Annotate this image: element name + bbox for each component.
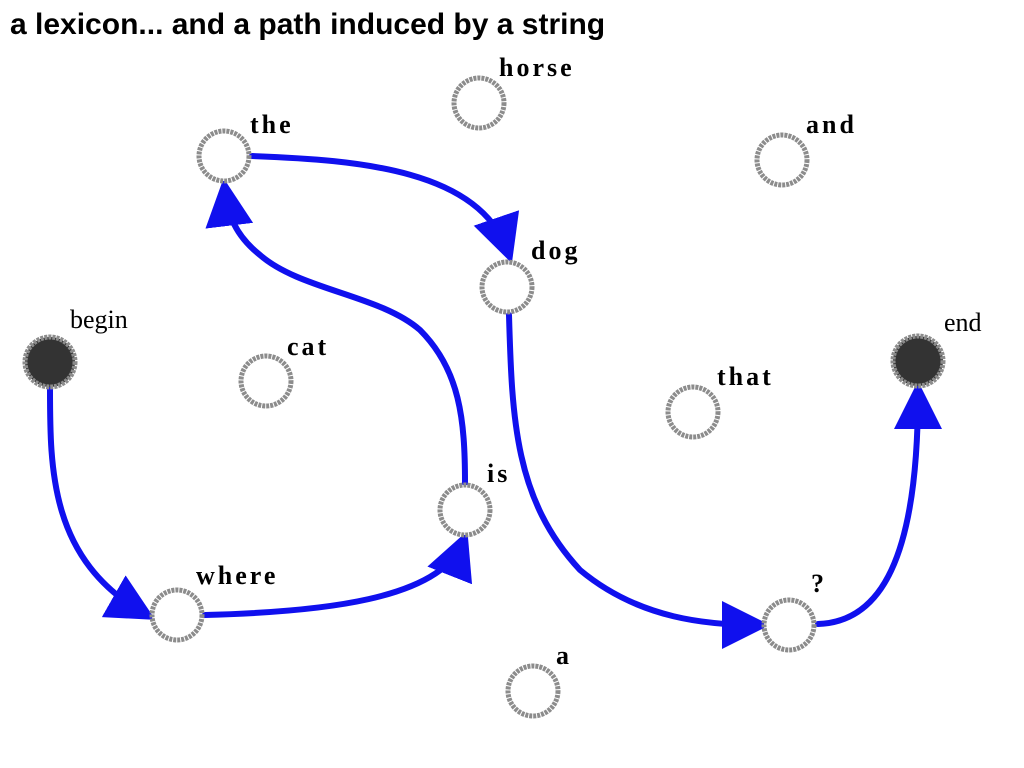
edge-is-the	[205, 178, 468, 486]
node-a	[505, 663, 561, 719]
edge-the-dog	[249, 153, 520, 264]
label-is: is	[487, 459, 510, 488]
node-is	[437, 482, 493, 538]
edge-where-is	[202, 530, 472, 618]
node-dog	[479, 259, 535, 315]
label-cat: cat	[287, 332, 329, 361]
label-the: the	[250, 110, 294, 139]
node-end	[890, 333, 946, 389]
node-question	[761, 597, 817, 653]
label-where: where	[196, 561, 278, 590]
edge-dog-question	[506, 312, 770, 649]
node-horse	[451, 75, 507, 131]
edge-begin-where	[47, 385, 156, 620]
label-that: that	[717, 362, 774, 391]
label-a: a	[556, 641, 572, 670]
label-and: and	[806, 110, 857, 139]
label-end: end	[944, 308, 982, 337]
node-begin	[22, 334, 78, 390]
node-and	[754, 132, 810, 188]
edge-question-end	[815, 381, 942, 627]
node-that	[665, 384, 721, 440]
label-dog: dog	[531, 236, 580, 265]
label-horse: horse	[499, 53, 575, 82]
node-the	[196, 128, 252, 184]
node-where	[149, 587, 205, 643]
node-cat	[238, 353, 294, 409]
label-question: ?	[811, 569, 827, 598]
page-title: a lexicon... and a path induced by a str…	[10, 8, 606, 41]
label-begin: begin	[70, 305, 128, 334]
